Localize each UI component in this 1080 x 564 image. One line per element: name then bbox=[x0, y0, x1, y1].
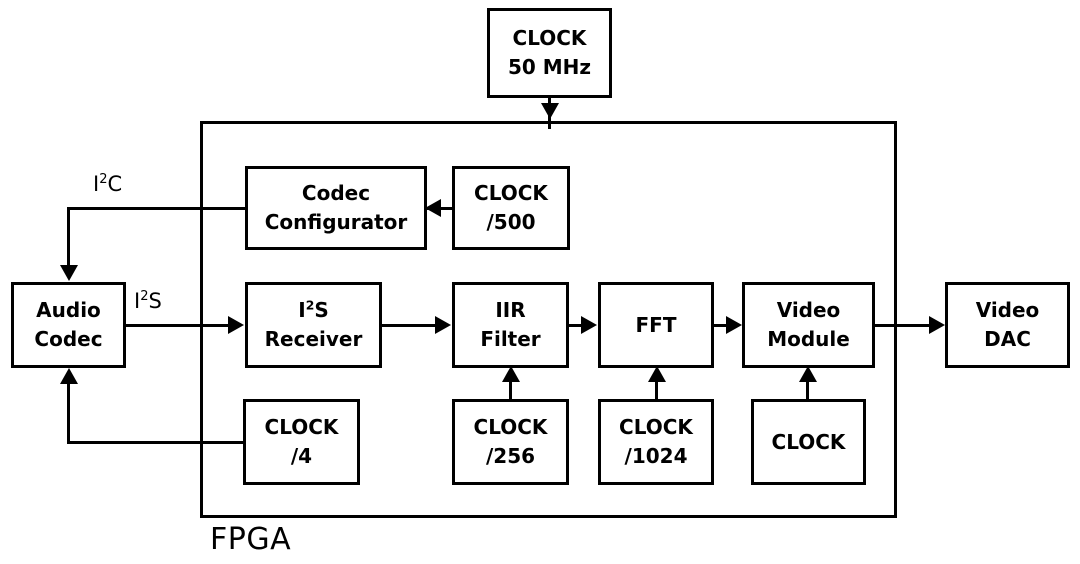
block-codec-configurator-line2: Configurator bbox=[264, 210, 408, 234]
arrowhead-fft-in bbox=[581, 316, 597, 334]
block-i2s-receiver-sup: 2 bbox=[305, 297, 315, 313]
block-clock-div256-line1: CLOCK bbox=[473, 415, 548, 439]
block-i2s-receiver-tail: S bbox=[314, 298, 329, 322]
arrowhead-clock500-left bbox=[425, 199, 441, 217]
block-video-module[interactable]: Video Module bbox=[742, 282, 875, 368]
wire-video-module-to-video-dac bbox=[875, 324, 933, 327]
block-clock-div1024-line2: /1024 bbox=[624, 444, 688, 468]
block-clock-video-line1: CLOCK bbox=[771, 429, 846, 454]
block-video-dac[interactable]: Video DAC bbox=[945, 282, 1070, 368]
block-audio-codec-line1: Audio bbox=[36, 298, 101, 322]
block-clock-video[interactable]: CLOCK bbox=[751, 399, 866, 485]
wire-clock4-horizontal bbox=[67, 441, 245, 444]
wire-clock1024-to-fft bbox=[655, 380, 658, 400]
wire-fft-to-video-module bbox=[714, 324, 729, 327]
block-video-module-line2: Module bbox=[767, 327, 850, 351]
wire-audio-codec-to-i2s-receiver bbox=[126, 324, 239, 327]
block-video-module-line1: Video bbox=[776, 298, 841, 322]
wire-clock256-to-iir bbox=[509, 380, 512, 400]
block-clock-div1024[interactable]: CLOCK /1024 bbox=[598, 399, 714, 485]
arrowhead-video-module-clock-up bbox=[799, 366, 817, 382]
block-clock-main[interactable]: CLOCK 50 MHz bbox=[487, 8, 612, 98]
wire-i2c-horizontal bbox=[67, 207, 247, 210]
fpga-label: FPGA bbox=[210, 522, 292, 557]
block-codec-configurator-line1: Codec bbox=[301, 181, 371, 205]
block-clock-div500[interactable]: CLOCK /500 bbox=[452, 166, 570, 250]
block-iir-filter-line2: Filter bbox=[480, 327, 541, 351]
signal-i2s-tail: S bbox=[148, 289, 162, 313]
signal-i2c-tail: C bbox=[107, 172, 123, 196]
block-audio-codec-line2: Codec bbox=[34, 327, 103, 351]
block-video-dac-line2: DAC bbox=[984, 327, 1031, 351]
block-codec-configurator[interactable]: Codec Configurator bbox=[245, 166, 427, 250]
wire-i2c-vertical bbox=[67, 207, 70, 273]
block-i2s-receiver-line1: I2S bbox=[298, 296, 328, 325]
block-clock-div500-line1: CLOCK bbox=[474, 181, 548, 205]
block-clock-main-line1: CLOCK bbox=[512, 26, 587, 50]
signal-label-i2c: I2C bbox=[93, 172, 122, 196]
block-clock-div1024-line1: CLOCK bbox=[619, 415, 693, 439]
wire-iir-to-fft bbox=[569, 324, 585, 327]
block-fft-line1: FFT bbox=[635, 312, 677, 337]
block-clock-div4[interactable]: CLOCK /4 bbox=[243, 399, 360, 485]
block-fft[interactable]: FFT bbox=[598, 282, 714, 368]
arrowhead-iir-in bbox=[435, 316, 451, 334]
arrowhead-fft-clock-up bbox=[648, 366, 666, 382]
block-clock-main-line2: 50 MHz bbox=[507, 55, 592, 79]
block-i2s-receiver[interactable]: I2S Receiver bbox=[245, 282, 382, 368]
block-iir-filter-line1: IIR bbox=[495, 298, 526, 322]
arrowhead-i2s-receiver-in bbox=[228, 316, 244, 334]
block-iir-filter[interactable]: IIR Filter bbox=[452, 282, 569, 368]
block-clock-div256-line2: /256 bbox=[485, 444, 536, 468]
wire-clock-to-video-module bbox=[806, 380, 809, 400]
arrowhead-audio-codec-clock-up bbox=[60, 368, 78, 384]
signal-i2c-sup: 2 bbox=[99, 172, 108, 187]
signal-label-i2s: I2S bbox=[134, 289, 162, 313]
signal-i2c-base: I bbox=[93, 172, 100, 196]
arrowhead-video-dac-in bbox=[929, 316, 945, 334]
wire-i2s-receiver-to-iir bbox=[382, 324, 438, 327]
block-clock-div4-line2: /4 bbox=[290, 444, 313, 468]
wire-clock4-vertical bbox=[67, 380, 70, 441]
arrowhead-iir-clock-up bbox=[502, 366, 520, 382]
arrowhead-video-module-in bbox=[726, 316, 742, 334]
block-clock-div500-line2: /500 bbox=[486, 210, 536, 234]
block-i2s-receiver-line2: Receiver bbox=[264, 327, 363, 351]
block-audio-codec[interactable]: Audio Codec bbox=[11, 282, 126, 368]
arrowhead-clock-main-down bbox=[541, 103, 559, 119]
block-video-dac-line1: Video bbox=[975, 298, 1040, 322]
arrowhead-i2c-down bbox=[60, 265, 78, 281]
block-clock-div256[interactable]: CLOCK /256 bbox=[452, 399, 569, 485]
signal-i2s-base: I bbox=[134, 289, 141, 313]
block-i2s-receiver-base: I bbox=[298, 298, 306, 322]
signal-i2s-sup: 2 bbox=[140, 289, 149, 304]
block-clock-div4-line1: CLOCK bbox=[264, 415, 339, 439]
